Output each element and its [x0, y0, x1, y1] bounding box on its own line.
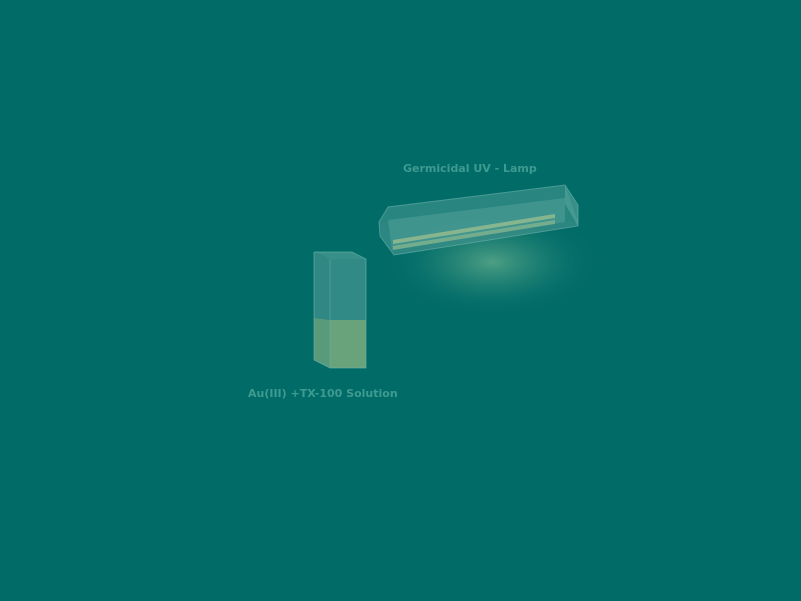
- cuvette-icon: [313, 251, 367, 369]
- cuvette-top: [314, 252, 366, 259]
- lamp-tube-lower: [393, 220, 555, 250]
- cuvette-outline: [313, 251, 367, 369]
- cuvette-front-empty: [330, 259, 366, 320]
- solution-label: Au(III) +TX-100 Solution: [248, 387, 398, 400]
- lamp-tube-upper: [393, 214, 555, 244]
- cuvette-left-face: [314, 252, 330, 320]
- lamp-end-cap: [565, 185, 578, 226]
- uv-lamp-icon: [378, 184, 579, 256]
- lamp-label: Germicidal UV - Lamp: [403, 162, 537, 175]
- cuvette-liquid-front: [330, 320, 366, 368]
- lamp-outline: [378, 184, 579, 256]
- cuvette-liquid-left: [314, 318, 330, 368]
